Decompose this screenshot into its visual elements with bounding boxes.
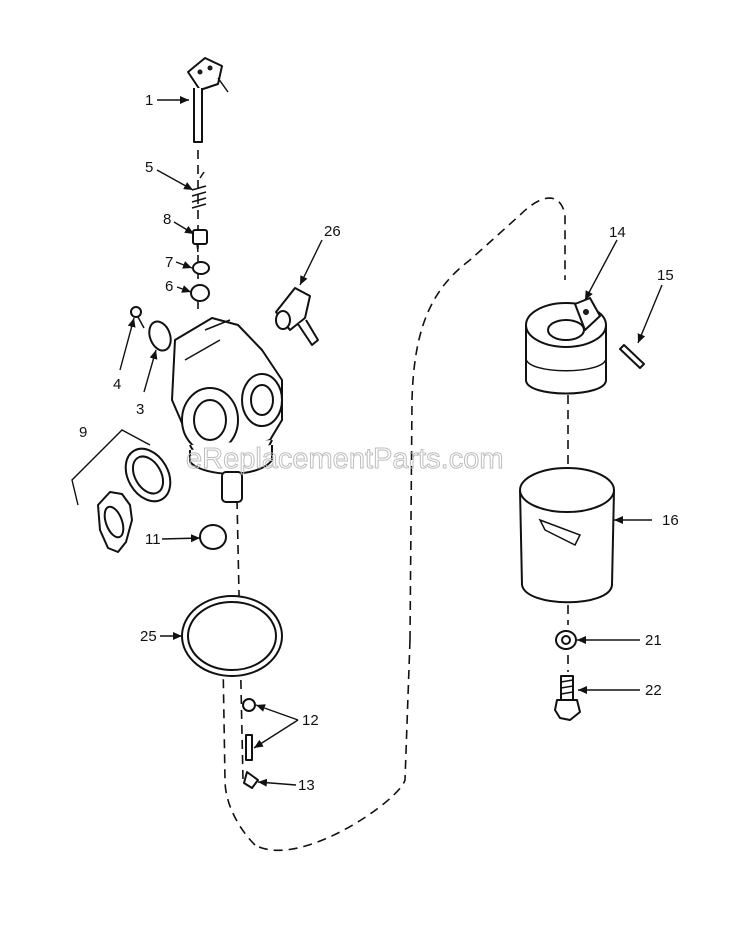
- callout-4: 4: [113, 376, 121, 393]
- part-7-washer: [192, 261, 210, 275]
- part-11-needle: [199, 524, 227, 550]
- part-13-clip: [243, 771, 259, 789]
- callout-5: 5: [145, 159, 153, 176]
- part-14-float: [525, 297, 607, 395]
- callout-9: 9: [79, 424, 87, 441]
- callout-26: 26: [324, 223, 341, 240]
- part-15-float-pin: [619, 344, 645, 369]
- part-21-washer: [555, 630, 577, 650]
- callout-8: 8: [163, 211, 171, 228]
- part-16-float-bowl: [519, 467, 615, 604]
- callout-12: 12: [302, 712, 319, 729]
- part-5-spring: [191, 171, 207, 209]
- callout-16: 16: [662, 512, 679, 529]
- callout-25: 25: [140, 628, 157, 645]
- callout-14: 14: [609, 224, 626, 241]
- part-12-needle-seat: [242, 698, 256, 761]
- watermark-text: eReplacementParts.com: [186, 443, 504, 475]
- part-26-fuel-fitting: [275, 287, 319, 346]
- part-4-screw: [130, 306, 145, 329]
- callout-7: 7: [165, 254, 173, 271]
- callout-labels: 1 5 8 7 6 4 3 9 26 11 25 12 13 14 15 16 …: [79, 92, 679, 794]
- callout-11: 11: [145, 531, 161, 548]
- callout-22: 22: [645, 682, 662, 699]
- part-3-throttle-plate: [148, 320, 172, 352]
- part-1-throttle-shaft: [187, 57, 229, 143]
- part-9-bracket: [71, 429, 151, 506]
- part-9-primer-assembly: [97, 447, 172, 553]
- part-8-bracket: [192, 229, 208, 253]
- callout-3: 3: [136, 401, 144, 418]
- callout-15: 15: [657, 267, 674, 284]
- part-22-bowl-nut: [554, 675, 581, 721]
- callout-21: 21: [645, 632, 662, 649]
- fuel-line-dashed: [221, 197, 566, 852]
- callout-13: 13: [298, 777, 315, 794]
- part-6-bushing: [190, 284, 210, 302]
- callout-1: 1: [145, 92, 153, 109]
- part-25-gasket: [181, 595, 283, 677]
- carburetor-body: [171, 317, 283, 503]
- leader-lines: [119, 96, 663, 787]
- callout-6: 6: [165, 278, 173, 295]
